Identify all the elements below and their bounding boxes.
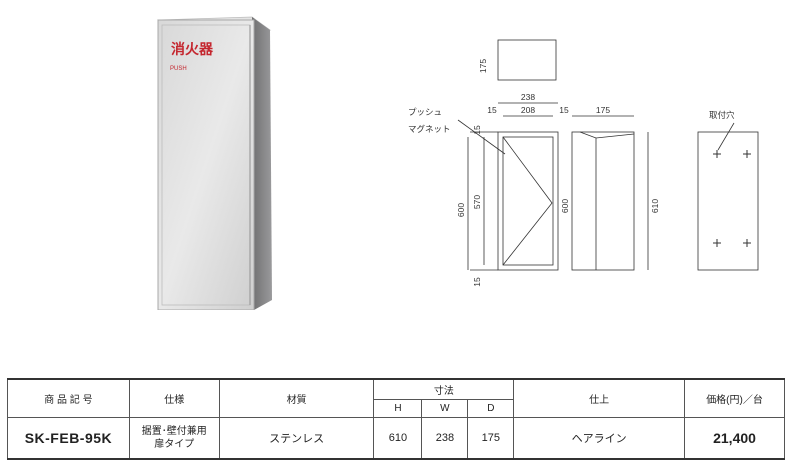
technical-drawing: 175 238 208 15 15 175 プッシュ マグネット 取付穴 600…: [408, 39, 759, 287]
header-model: 商 品 記 号: [7, 378, 130, 418]
dim-top-margin: 15: [472, 125, 482, 135]
header-material: 材質: [218, 378, 375, 418]
dim-inner-width: 208: [521, 105, 535, 115]
dim-side-depth: 175: [596, 105, 610, 115]
cell-spec: 据置･壁付兼用 扉タイプ: [128, 417, 220, 460]
dim-side-left: 15: [487, 105, 497, 115]
header-spec: 仕様: [128, 378, 220, 418]
product-photo: 消火器 PUSH: [157, 16, 272, 310]
top-view-outline: [497, 39, 557, 81]
dim-side-height: 600: [560, 199, 570, 213]
table-row: SK-FEB-95K 据置･壁付兼用 扉タイプ ステンレス 610 238 17…: [7, 417, 785, 460]
header-w: W: [421, 399, 469, 418]
cell-material: ステンレス: [218, 417, 375, 460]
dim-inner-height: 570: [472, 195, 482, 209]
cell-h: 610: [373, 417, 423, 460]
push-annotation: プッシュ: [408, 107, 442, 117]
header-d: D: [467, 399, 515, 418]
dim-bottom-margin: 15: [472, 277, 482, 287]
magnet-annotation: マグネット: [408, 124, 451, 134]
cell-d: 175: [467, 417, 515, 460]
cell-price: 21,400: [684, 417, 785, 460]
dim-side-right: 15: [559, 105, 569, 115]
dim-total-width: 238: [521, 92, 535, 102]
push-label: PUSH: [170, 66, 187, 72]
spec-table: 商 品 記 号 仕様 材質 寸法 仕上 価格(円)／台 H W D SK-FEB…: [7, 378, 785, 460]
cell-spec-line1: 据置･壁付兼用: [141, 426, 207, 437]
front-view-outline: [497, 131, 559, 271]
rear-view-outline: [697, 131, 759, 271]
cell-w: 238: [421, 417, 469, 460]
header-price: 価格(円)／台: [684, 378, 785, 418]
header-dimensions: 寸法: [373, 378, 515, 400]
header-finish: 仕上: [513, 378, 686, 418]
door-label: 消火器: [171, 41, 214, 58]
mount-hole-annotation: 取付穴: [709, 110, 735, 120]
cell-model: SK-FEB-95K: [7, 417, 130, 460]
header-h: H: [373, 399, 423, 418]
dim-top-depth: 175: [478, 59, 488, 73]
cell-spec-line2: 扉タイプ: [154, 439, 195, 450]
dim-side-total-height: 610: [650, 199, 660, 213]
cell-finish: ヘアライン: [513, 417, 686, 460]
side-view-outline: [571, 131, 635, 271]
dim-front-height: 600: [456, 203, 466, 217]
